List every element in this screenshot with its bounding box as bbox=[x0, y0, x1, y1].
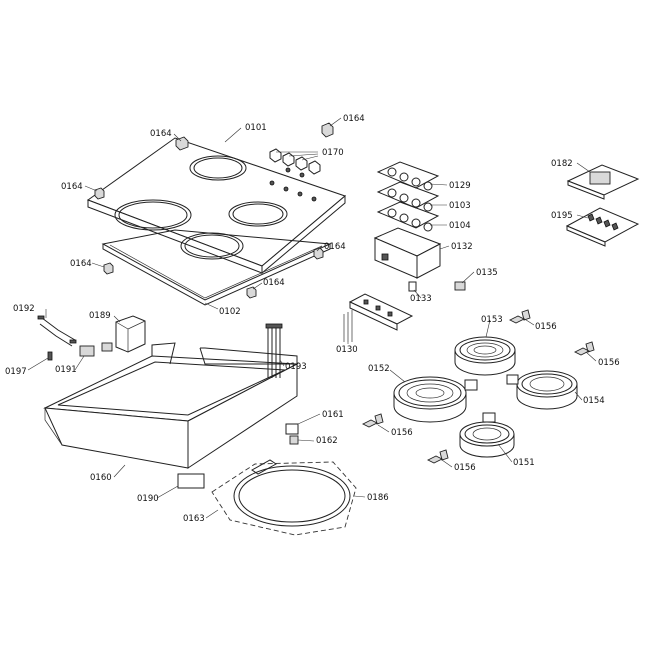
label-0103: 0103 bbox=[449, 201, 471, 211]
seal-0186 bbox=[211, 461, 357, 536]
label-0135: 0135 bbox=[476, 268, 498, 278]
label-0129: 0129 bbox=[449, 181, 471, 191]
label-0153: 0153 bbox=[481, 315, 503, 325]
frame-0102 bbox=[101, 229, 332, 306]
part-labels: 0101 0164 0164 0170 0164 0164 0164 0164 … bbox=[5, 114, 620, 524]
part-0133 bbox=[408, 281, 417, 292]
heating-element-0154 bbox=[506, 370, 578, 410]
clamps-0156 bbox=[361, 309, 595, 464]
wiring-loom-0162 bbox=[233, 459, 351, 527]
control-housing-0132 bbox=[373, 227, 442, 279]
label-0160: 0160 bbox=[90, 473, 112, 483]
label-0182: 0182 bbox=[551, 159, 573, 169]
clips-0164 bbox=[94, 122, 334, 299]
control-board-0104 bbox=[376, 201, 440, 232]
label-0164-a: 0164 bbox=[150, 129, 172, 139]
control-board-0103 bbox=[376, 181, 440, 212]
label-0102: 0102 bbox=[219, 307, 241, 317]
cables-0193 bbox=[265, 323, 283, 378]
label-0161: 0161 bbox=[322, 410, 344, 420]
heating-element-0153 bbox=[454, 336, 516, 376]
label-0133: 0133 bbox=[410, 294, 432, 304]
label-0163: 0163 bbox=[183, 514, 205, 524]
connector-0161 bbox=[285, 423, 299, 445]
label-0101: 0101 bbox=[245, 123, 267, 133]
label-0193: 0193 bbox=[285, 362, 307, 372]
label-0132: 0132 bbox=[451, 242, 473, 252]
label-0130: 0130 bbox=[336, 345, 358, 355]
label-0156-c: 0156 bbox=[391, 428, 413, 438]
label-0164-e: 0164 bbox=[324, 242, 346, 252]
terminal-0130 bbox=[343, 293, 414, 342]
label-0156-a: 0156 bbox=[535, 322, 557, 332]
label-0189: 0189 bbox=[89, 311, 111, 321]
leader-lines bbox=[27, 117, 597, 519]
heating-element-0151 bbox=[459, 412, 515, 458]
label-0156-b: 0156 bbox=[598, 358, 620, 368]
label-0186: 0186 bbox=[367, 493, 389, 503]
label-0104: 0104 bbox=[449, 221, 471, 231]
label-0192: 0192 bbox=[13, 304, 35, 314]
label-0170: 0170 bbox=[322, 148, 344, 158]
label-0164-c: 0164 bbox=[61, 182, 83, 192]
board-0195 bbox=[565, 207, 640, 247]
label-0151: 0151 bbox=[513, 458, 535, 468]
bracket-0189 bbox=[115, 315, 146, 353]
label-0156-d: 0156 bbox=[454, 463, 476, 473]
label-0164-b: 0164 bbox=[343, 114, 365, 124]
connector-0191 bbox=[79, 342, 113, 357]
label-0164-f: 0164 bbox=[263, 278, 285, 288]
label-0162: 0162 bbox=[316, 436, 338, 446]
label-0190: 0190 bbox=[137, 494, 159, 504]
label-0154: 0154 bbox=[583, 396, 605, 406]
heating-element-0152 bbox=[393, 376, 478, 423]
label-0195: 0195 bbox=[551, 211, 573, 221]
part-0135 bbox=[454, 281, 466, 291]
cooktop-glass-0101 bbox=[86, 137, 346, 275]
wire-0197 bbox=[47, 351, 53, 361]
label-0197: 0197 bbox=[5, 367, 27, 377]
control-board-0129 bbox=[376, 161, 440, 191]
board-0182 bbox=[566, 164, 640, 200]
wire-0192 bbox=[37, 315, 77, 347]
label-0191: 0191 bbox=[55, 365, 77, 375]
housing-tray-0160 bbox=[43, 342, 299, 489]
label-0164-d: 0164 bbox=[70, 259, 92, 269]
label-0152: 0152 bbox=[368, 364, 390, 374]
knobs-0170 bbox=[269, 148, 321, 175]
